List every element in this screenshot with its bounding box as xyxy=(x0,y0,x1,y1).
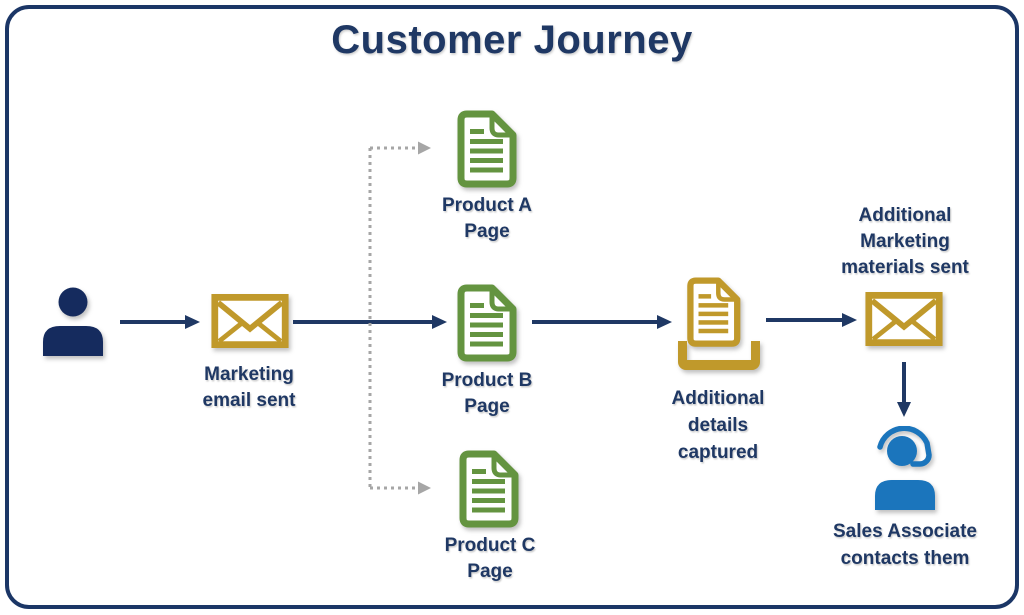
node-additional-marketing xyxy=(865,292,943,346)
person-icon xyxy=(43,287,103,356)
label-sales-associate: Sales Associate contacts them xyxy=(815,518,995,572)
document-icon xyxy=(457,110,517,188)
label-line: Sales Associate xyxy=(833,521,977,542)
label-line: Page xyxy=(467,561,513,582)
document-tray-icon xyxy=(678,277,760,370)
node-sales-associate xyxy=(871,426,939,512)
label-marketing-email: Marketing email sent xyxy=(169,362,329,414)
node-product-c xyxy=(457,450,521,528)
label-line: Marketing xyxy=(860,231,950,252)
page-title: Customer Journey xyxy=(331,18,693,62)
label-line: captured xyxy=(677,442,759,463)
node-product-a xyxy=(455,110,519,188)
node-customer xyxy=(41,286,105,358)
label-product-b: Product B Page xyxy=(407,368,567,420)
label-line: email sent xyxy=(202,390,296,411)
label-line: Page xyxy=(464,221,510,242)
label-line: Additional xyxy=(671,388,765,409)
label-line: Product A xyxy=(441,195,533,216)
envelope-icon xyxy=(211,294,289,348)
label-line: Additional xyxy=(858,205,952,226)
label-product-a: Product A Page xyxy=(407,193,567,245)
label-product-c: Product C Page xyxy=(410,533,570,585)
label-line: contacts them xyxy=(840,548,970,569)
node-additional-details xyxy=(676,277,764,371)
label-line: Product C xyxy=(444,535,536,556)
label-additional-details: Additional details captured xyxy=(638,385,798,466)
label-line: materials sent xyxy=(841,257,969,278)
label-line: Page xyxy=(464,396,510,417)
label-line: Marketing xyxy=(204,364,294,385)
label-line: Product B xyxy=(441,370,533,391)
document-icon xyxy=(459,450,519,528)
node-marketing-email xyxy=(211,294,289,348)
node-product-b xyxy=(455,284,519,362)
label-line: details xyxy=(687,415,749,436)
document-icon xyxy=(457,284,517,362)
envelope-icon xyxy=(865,292,943,346)
support-person-icon xyxy=(875,426,935,510)
label-additional-marketing: Additional Marketing materials sent xyxy=(822,203,988,281)
